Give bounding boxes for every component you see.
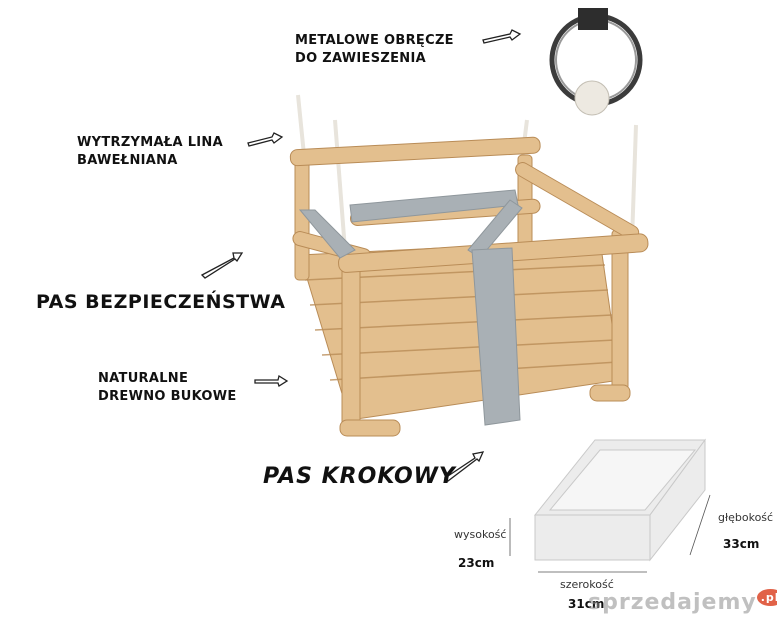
label-beech-wood: NATURALNE DREWNO BUKOWE (98, 370, 237, 405)
watermark-suffix: .pl (756, 589, 777, 606)
dimension-height-value: 23cm (458, 556, 495, 570)
watermark-text: sprzedajemy (588, 590, 757, 615)
label-cotton-rope: WYTRZYMAŁA LINA BAWEŁNIANA (77, 134, 223, 169)
dimension-width-label: szerokość (560, 578, 614, 591)
label-line: BAWEŁNIANA (77, 152, 178, 168)
metal-ring-icon (549, 8, 643, 116)
dimension-height-label: wysokość (454, 528, 507, 541)
safety-belt (298, 189, 523, 426)
label-safety-belt: PAS BEZPIECZEŃSTWA (36, 291, 286, 313)
dimension-depth-label: głębokość (718, 511, 774, 524)
label-crotch-strap: PAS KROKOWY (263, 464, 456, 489)
watermark: sprzedajemy.pl (588, 589, 777, 615)
label-line: WYTRZYMAŁA LINA (77, 135, 223, 150)
rope (296, 94, 638, 251)
label-line: NATURALNE (98, 371, 189, 386)
label-line: DO ZAWIESZENIA (295, 50, 426, 66)
arrow-icons (200, 29, 522, 482)
label-metal-rings: METALOWE OBRĘCZE DO ZAWIESZENIA (295, 32, 454, 67)
dimension-diagram (533, 438, 706, 562)
dimension-width-value: 31cm (568, 597, 605, 611)
label-line: DREWNO BUKOWE (98, 388, 237, 404)
label-line: METALOWE OBRĘCZE (295, 33, 454, 48)
dimension-depth-value: 33cm (723, 537, 760, 551)
